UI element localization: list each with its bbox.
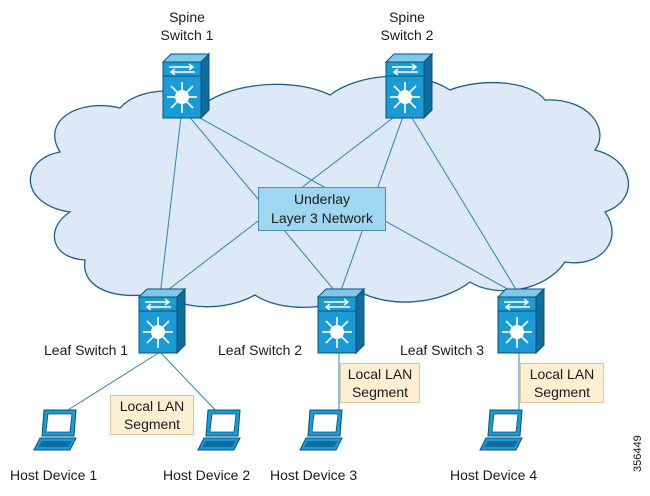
leaf-switch-3-icon: [497, 288, 545, 354]
leaf-switch-3-label: Leaf Switch 3: [400, 342, 485, 358]
leaf-switch-1-icon: [138, 288, 186, 354]
leaf-switch-2-label: Leaf Switch 2: [218, 342, 303, 358]
host-device-1-laptop-icon: [33, 409, 77, 451]
spine-switch-1-icon: [162, 53, 210, 119]
host-device-3-label: Host Device 3: [270, 467, 358, 483]
host-device-2-laptop-icon: [197, 409, 241, 451]
host-device-2-label: Host Device 2: [163, 467, 251, 483]
host-device-3-laptop-icon: [299, 409, 343, 451]
host-device-1-label: Host Device 1: [10, 467, 98, 483]
leaf-switch-2-icon: [317, 288, 365, 354]
figure-id: 356449: [632, 435, 644, 472]
spine-switch-2-icon: [385, 53, 433, 119]
leaf-switch-1-label: Leaf Switch 1: [44, 342, 129, 358]
underlay-network-box: Underlay Layer 3 Network: [258, 187, 386, 231]
host-device-4-label: Host Device 4: [450, 467, 538, 483]
local-lan-segment-1: Local LAN Segment: [110, 395, 194, 435]
access-links: [59, 351, 520, 416]
local-lan-segment-3: Local LAN Segment: [520, 363, 604, 403]
local-lan-segment-2: Local LAN Segment: [340, 363, 420, 403]
spine-switch-2-label: Spine Switch 2: [380, 9, 434, 43]
spine-switch-1-label: Spine Switch 1: [160, 9, 214, 43]
host-device-4-laptop-icon: [479, 409, 523, 451]
